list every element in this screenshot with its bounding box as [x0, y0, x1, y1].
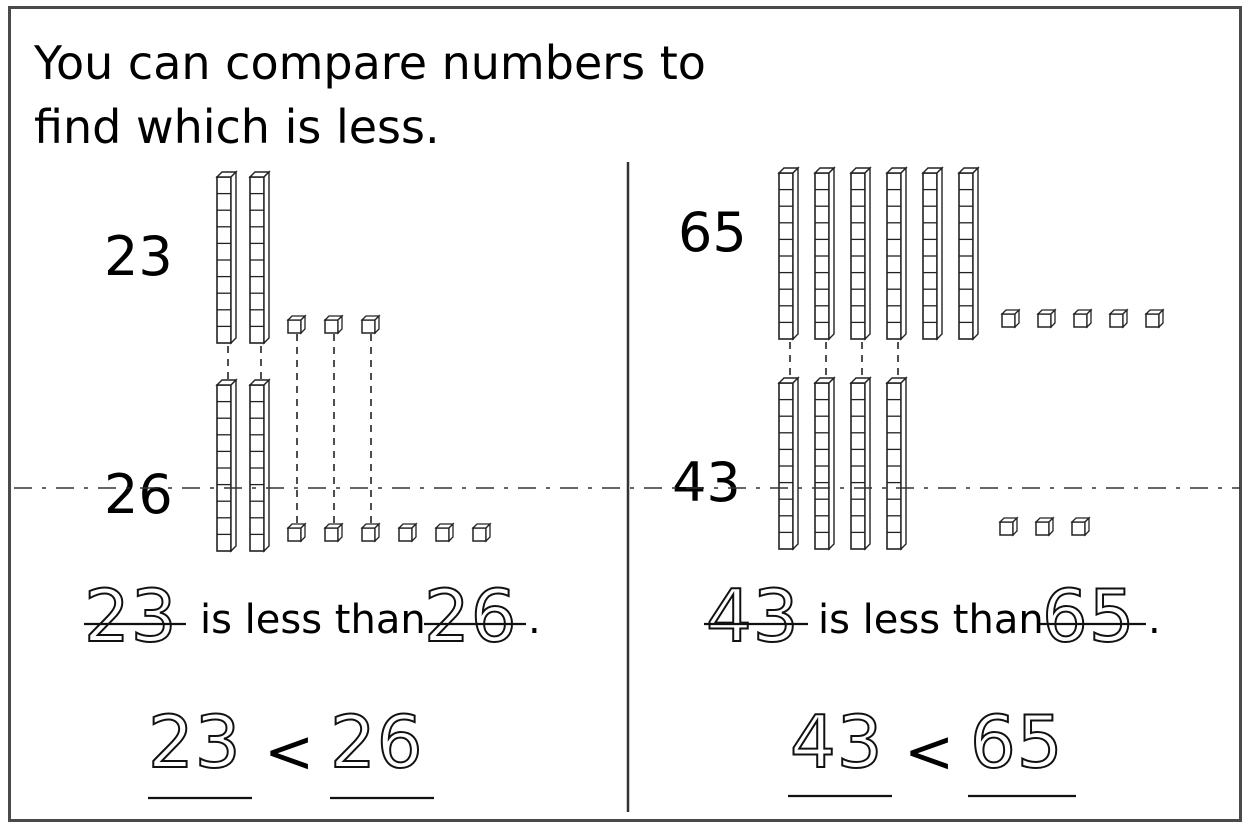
right-top-ten-rod: [887, 168, 906, 339]
right-bottom-ten-rod: [887, 378, 906, 549]
right-top-one-cube: [1110, 310, 1127, 327]
left-top-one-cube: [362, 316, 379, 333]
right-top-one-cube: [1002, 310, 1019, 327]
right-top-ten-rod: [851, 168, 870, 339]
right-bottom-ten-rod: [779, 378, 798, 549]
right-top-ten-rod: [923, 168, 942, 339]
left-bottom-ten-rod: [250, 380, 269, 551]
right-top-one-cube: [1038, 310, 1055, 327]
left-bottom-ten-rod: [217, 380, 236, 551]
right-top-one-cube: [1146, 310, 1163, 327]
right-bottom-ten-rod: [815, 378, 834, 549]
left-bottom-one-cube: [288, 524, 305, 541]
left-top-ten-rod: [250, 172, 269, 343]
left-bottom-one-cube: [473, 524, 490, 541]
right-top-one-cube: [1074, 310, 1091, 327]
left-top-ten-rod: [217, 172, 236, 343]
right-bottom-one-cube: [1036, 518, 1053, 535]
right-top-ten-rod: [815, 168, 834, 339]
right-bottom-one-cube: [1072, 518, 1089, 535]
left-top-one-cube: [325, 316, 342, 333]
right-top-ten-rod: [959, 168, 978, 339]
right-bottom-one-cube: [1000, 518, 1017, 535]
left-bottom-one-cube: [399, 524, 416, 541]
left-top-one-cube: [288, 316, 305, 333]
left-bottom-one-cube: [325, 524, 342, 541]
left-bottom-one-cube: [436, 524, 453, 541]
left-bottom-one-cube: [362, 524, 379, 541]
right-bottom-ten-rod: [851, 378, 870, 549]
right-top-ten-rod: [779, 168, 798, 339]
